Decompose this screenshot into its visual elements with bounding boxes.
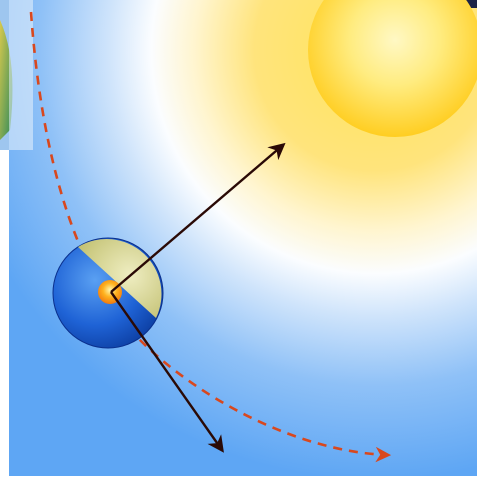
planet-day-side [78,239,162,318]
planet-icon [52,237,164,349]
sun-direction-arrow-icon [110,142,286,293]
bottom-margin [0,476,477,482]
planet-core-icon [98,280,122,304]
velocity-arrow-icon [110,291,224,453]
orbit-path [29,11,392,463]
left-panel-overlay [9,0,33,150]
sun-icon [308,0,477,137]
